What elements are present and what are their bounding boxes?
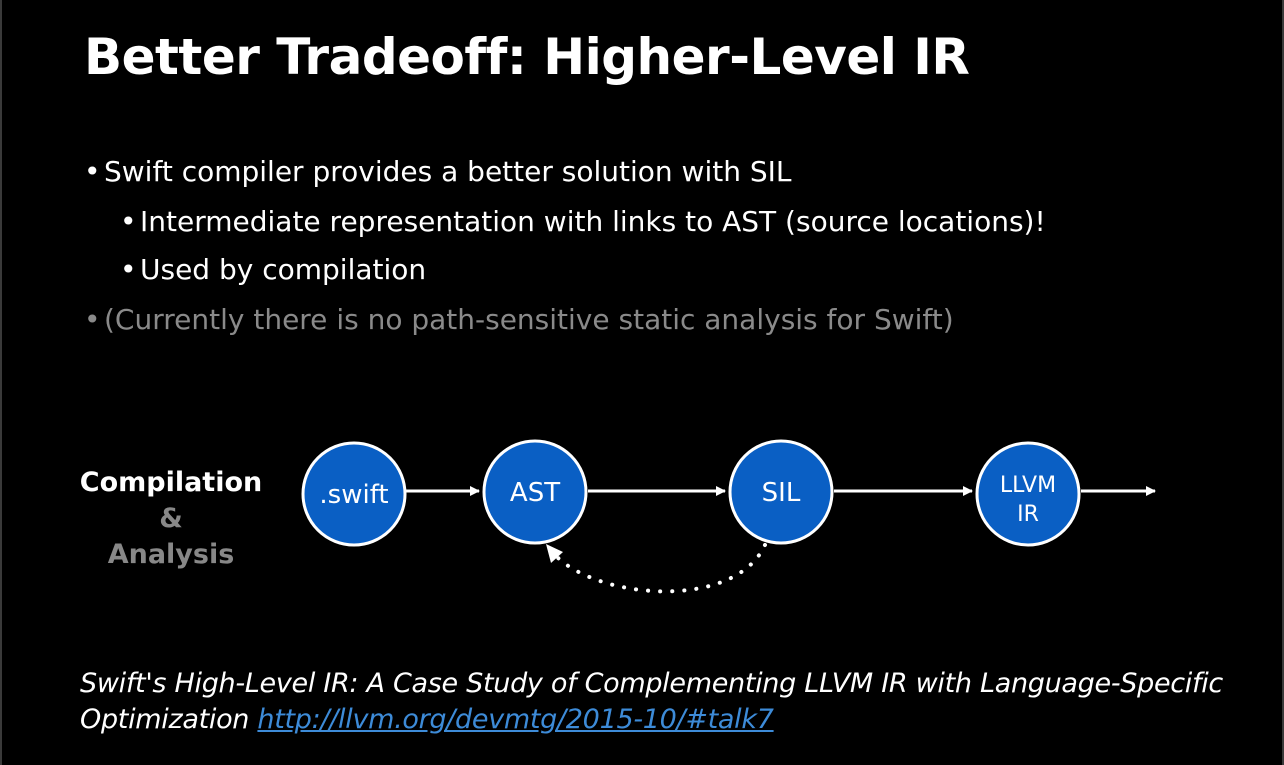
node-llvm-ir-label-line1: LLVM <box>1000 473 1056 498</box>
bullet-2: •Intermediate representation with links … <box>120 208 1046 236</box>
node-sil-label: SIL <box>762 478 801 508</box>
bullet-3: •Used by compilation <box>120 256 426 284</box>
label-compilation: Compilation <box>79 467 263 498</box>
slide-title: Better Tradeoff: Higher-Level IR <box>84 28 970 86</box>
footnote-reference: Swift's High-Level IR: A Case Study of C… <box>80 666 1223 738</box>
bullet-4: •(Currently there is no path-sensitive s… <box>84 306 954 334</box>
node-llvm-ir-circle <box>975 441 1081 547</box>
bullet-dot: • <box>84 303 101 336</box>
bullet-3-text: Used by compilation <box>140 253 427 286</box>
diagram-side-label: Compilation & Analysis <box>66 465 276 573</box>
bullet-dot: • <box>120 205 137 238</box>
bullet-dot: • <box>120 253 137 286</box>
node-sil-circle <box>728 439 834 545</box>
node-sil: SIL <box>728 439 834 545</box>
slide-left-edge <box>0 0 2 765</box>
node-ast: AST <box>482 439 588 545</box>
slide-right-edge <box>1282 0 1284 765</box>
node-swift-label: .swift <box>319 480 388 510</box>
node-llvm-ir-label-line2: IR <box>1017 502 1039 527</box>
bullet-dot: • <box>84 155 101 188</box>
node-ast-label: AST <box>510 478 560 508</box>
footnote-link[interactable]: http://llvm.org/devmtg/2015-10/#talk7 <box>257 704 774 735</box>
node-llvm-ir: LLVM IR <box>975 441 1081 547</box>
label-analysis: Analysis <box>107 539 235 570</box>
label-ampersand: & <box>159 503 183 534</box>
node-swift-circle <box>301 441 407 547</box>
bullet-1-text: Swift compiler provides a better solutio… <box>104 155 792 188</box>
dotted-link-sil-to-ast <box>554 543 767 594</box>
dotted-link-arrowhead <box>546 544 563 563</box>
node-ast-circle <box>482 439 588 545</box>
footnote-text-line1: Swift's High-Level IR: A Case Study of C… <box>80 668 1223 699</box>
node-swift: .swift <box>301 441 407 547</box>
bullet-1: •Swift compiler provides a better soluti… <box>84 158 791 186</box>
footnote-text-line2: Optimization <box>80 704 250 735</box>
bullet-4-text: (Currently there is no path-sensitive st… <box>104 303 954 336</box>
bullet-2-text: Intermediate representation with links t… <box>140 205 1046 238</box>
